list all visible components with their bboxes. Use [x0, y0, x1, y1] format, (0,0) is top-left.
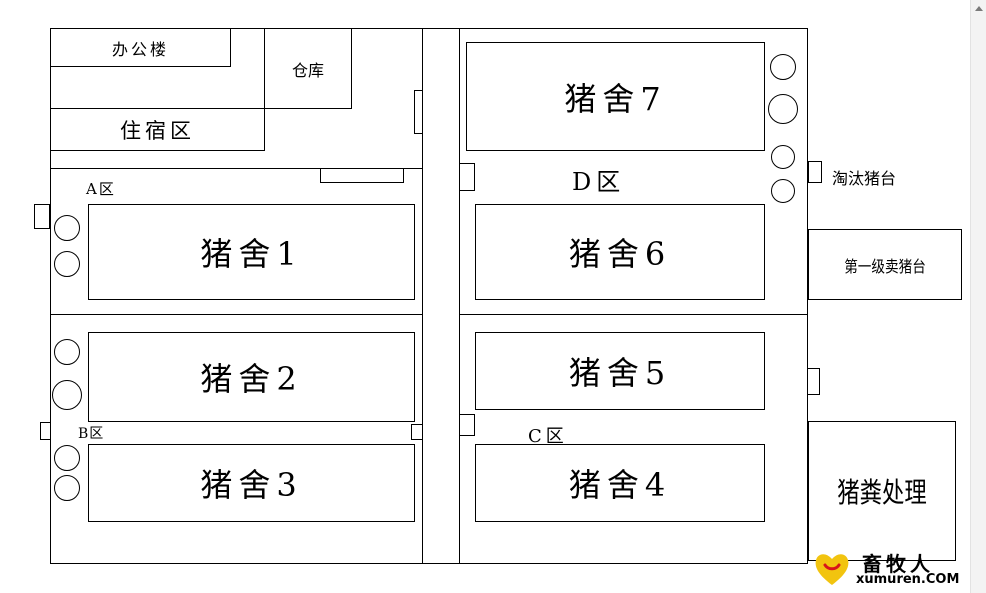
pig-house-2: 猪舍2 [88, 332, 415, 422]
pig-house-1-tank-1 [54, 215, 80, 241]
pig-house-4: 猪舍4 [475, 444, 765, 522]
pig-house-3-tank-2 [54, 475, 80, 501]
pig-house-7: 猪舍7 [466, 42, 765, 151]
road-gate-left-upper [414, 90, 423, 134]
vertical-scrollbar[interactable] [970, 0, 986, 593]
zone-c-label: C区 [528, 426, 568, 447]
cull-platform-label: 淘汰猪台 [832, 169, 897, 188]
pig-house-7-label: 猪舍7 [564, 79, 667, 118]
zone-b-gate-road [411, 424, 423, 440]
cull-platform-stub [808, 161, 822, 183]
farm-boundary [50, 28, 808, 564]
pig-house-2-label: 猪舍2 [200, 360, 303, 398]
warehouse-label: 仓库 [291, 60, 324, 80]
warehouse: 仓库 [264, 28, 352, 109]
pig-house-3-tank-1 [54, 445, 80, 471]
zone-a-gate [320, 168, 404, 183]
zone-a-label: A区 [86, 180, 116, 198]
pig-house-1-label: 猪舍1 [200, 235, 303, 273]
zone-d-label: D区 [572, 168, 626, 196]
heart-logo-icon [815, 554, 849, 585]
office-label: 办公楼 [111, 39, 169, 59]
pig-house-2-tank-2 [52, 380, 82, 410]
pig-house-6: 猪舍6 [475, 204, 765, 300]
pig-house-6-label: 猪舍6 [568, 235, 672, 273]
pig-house-3: 猪舍3 [88, 444, 415, 522]
zone-b-label: B区 [78, 426, 105, 442]
sale-platform-label: 第一级卖猪台 [844, 256, 926, 276]
pig-house-7-tank-2 [768, 94, 798, 124]
pig-house-2-tank-1 [54, 339, 80, 365]
watermark-site: xumuren.COM [856, 572, 960, 587]
zone-b-gate-left [40, 422, 51, 440]
pig-house-5: 猪舍5 [475, 332, 765, 410]
pig-house-1: 猪舍1 [88, 204, 415, 300]
zone-d-gate-road [459, 163, 475, 191]
pig-house-4-label: 猪舍4 [568, 466, 672, 504]
divider-right-1 [459, 314, 808, 315]
pig-house-1-tank-2 [54, 251, 80, 277]
pig-house-7-tank-3 [771, 145, 795, 169]
pig-house-7-tank-4 [771, 179, 795, 203]
manure-treatment: 猪粪处理 [808, 421, 956, 561]
pig-house-1-door [34, 204, 50, 229]
xumuren-watermark: 畜牧人 xumuren.COM [812, 548, 972, 590]
road-right-edge [459, 28, 460, 564]
road-left-edge [422, 28, 423, 564]
dormitory: 住宿区 [50, 108, 265, 151]
manure-treatment-label: 猪粪处理 [837, 476, 927, 509]
zone-c-gate-road [459, 414, 475, 436]
pig-house-7-tank-1 [770, 54, 796, 80]
office-building: 办公楼 [50, 28, 231, 67]
sale-platform: 第一级卖猪台 [808, 229, 962, 300]
dormitory-label: 住宿区 [120, 118, 195, 143]
watermark-brand: 畜牧人 [862, 552, 934, 576]
divider-left-1 [50, 168, 423, 169]
zone-c-gate-right [807, 368, 820, 395]
pig-house-3-label: 猪舍3 [200, 466, 303, 504]
pig-house-5-label: 猪舍5 [568, 354, 672, 392]
scroll-up-icon[interactable] [975, 6, 983, 11]
divider-left-2 [50, 314, 423, 315]
